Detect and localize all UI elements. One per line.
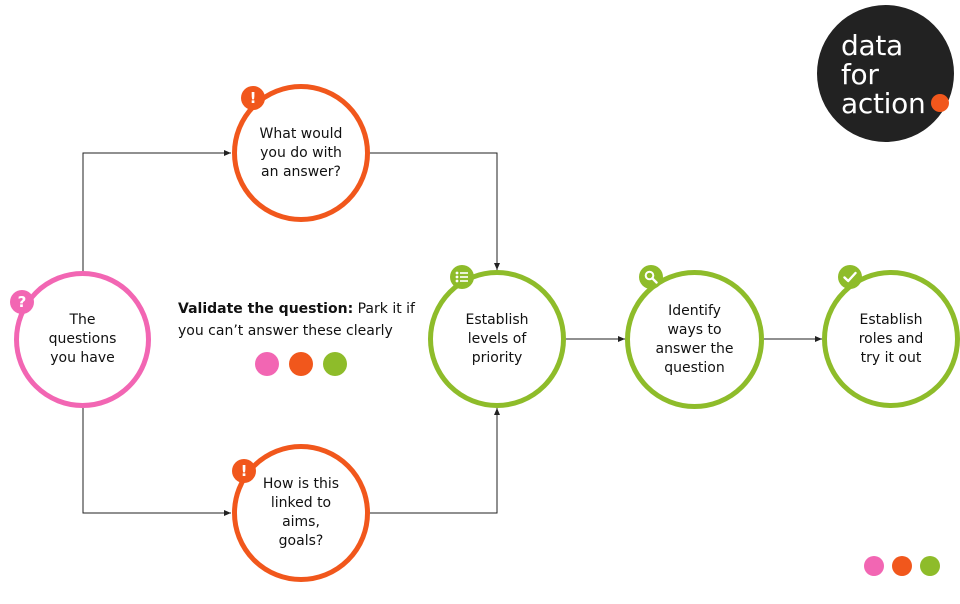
node-questions: The questions you have [14, 271, 151, 408]
node-establish-priority-label: Establish levels of priority [465, 311, 529, 366]
validate-note-text: Park it if you can’t answer these clearl… [178, 301, 415, 339]
validate-note: Validate the question: Park it if you ca… [178, 298, 418, 342]
exclamation-icon: ! [241, 86, 265, 110]
logo-line-for: for [841, 58, 879, 91]
checkmark-icon [838, 265, 862, 289]
pink-dot [255, 352, 279, 376]
node-what-would-you-do-label: What would you do with an answer? [259, 125, 343, 180]
list-icon [450, 265, 474, 289]
node-establish-priority: Establish levels of priority [428, 270, 566, 408]
data-for-action-logo: data for action [817, 5, 954, 142]
orange-dot [892, 556, 912, 576]
connector-bottom-to-priority [370, 408, 500, 514]
node-identify-ways: Identify ways to answer the question [625, 270, 764, 409]
question-mark-icon: ? [10, 290, 34, 314]
connector-top-to-priority [370, 152, 500, 270]
node-establish-roles-label: Establish roles and try it out [858, 311, 924, 366]
exclamation-icon: ! [232, 459, 256, 483]
orange-dot [289, 352, 313, 376]
logo-dot [931, 94, 949, 112]
green-dot [920, 556, 940, 576]
node-identify-ways-label: Identify ways to answer the question [655, 302, 734, 376]
node-how-is-this-linked-label: How is this linked to aims, goals? [262, 476, 340, 549]
logo-line-action: action [841, 87, 926, 120]
logo-line-data: data [841, 29, 903, 62]
validate-note-bold: Validate the question: [178, 301, 354, 317]
green-dot [323, 352, 347, 376]
node-establish-roles: Establish roles and try it out [822, 270, 960, 408]
pink-dot [864, 556, 884, 576]
node-questions-label: The questions you have [48, 312, 117, 366]
magnifier-icon [639, 265, 663, 289]
connector-start-to-bottom [82, 408, 231, 516]
connector-start-to-top [82, 150, 231, 272]
